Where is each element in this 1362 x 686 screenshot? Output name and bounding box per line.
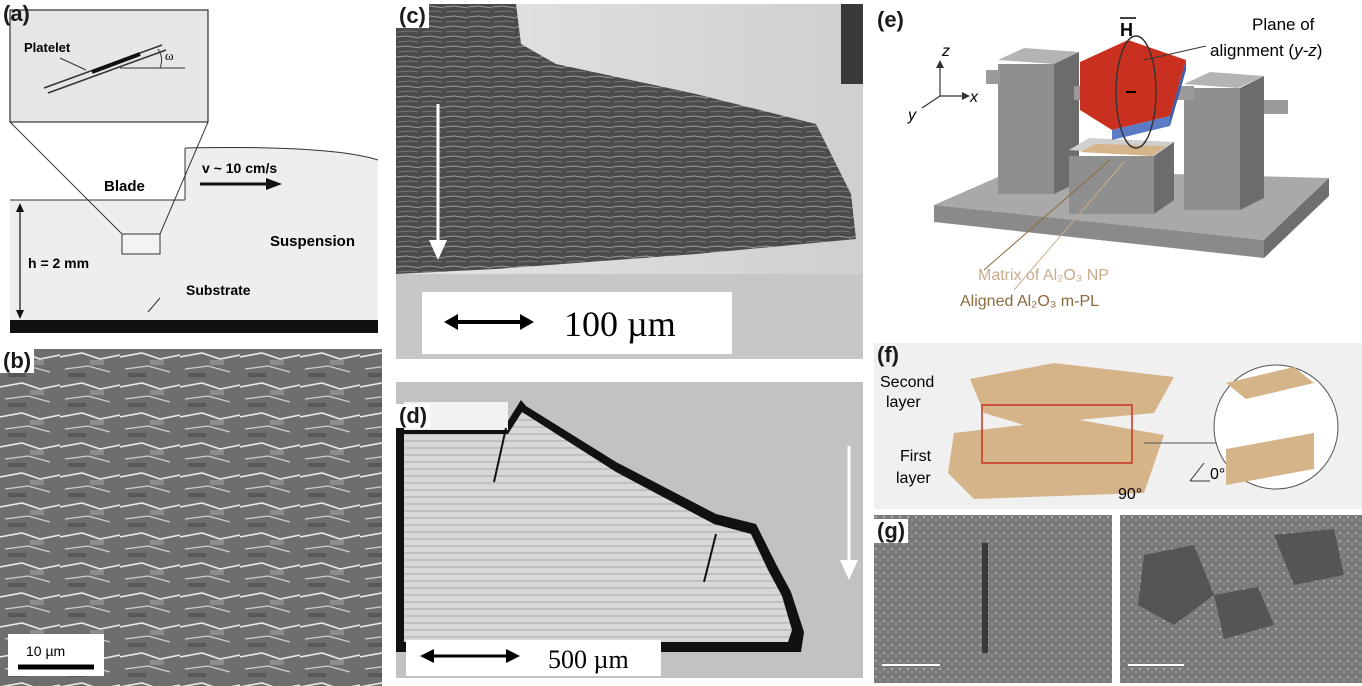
- suspension-label: Suspension: [270, 233, 355, 250]
- panel-label-b: (b): [0, 349, 34, 373]
- plane-label-line1: Plane of: [1252, 15, 1315, 34]
- axis-z-label: z: [941, 43, 950, 60]
- axis-y-label: y: [907, 107, 917, 124]
- panel-label-d: (d): [396, 404, 430, 428]
- plane-label-line2: alignment (y-z): [1210, 41, 1322, 60]
- panel-d: 500 µm (d): [396, 382, 863, 678]
- aligned-label: Aligned Al₂O₃ m-PL: [960, 293, 1099, 310]
- velocity-label: v ~ 10 cm/s: [202, 160, 277, 176]
- layer-schematic: Second layer First layer 90° 0°: [874, 343, 1362, 509]
- second-layer-line1: Second: [880, 374, 934, 391]
- sem-images-g: [874, 515, 1362, 686]
- magnetic-alignment-schematic: H Plane of alignment (y-z) z x y Matrix …: [874, 0, 1362, 336]
- panel-f: Second layer First layer 90° 0° (f): [874, 343, 1362, 509]
- panel-label-e: (e): [874, 8, 907, 32]
- sem-image-c: 100 µm: [396, 4, 863, 359]
- panel-label-f: (f): [874, 343, 902, 367]
- panel-label-a: (a): [0, 2, 33, 26]
- deg90-label: 90°: [1118, 486, 1142, 503]
- scale-bar-d: 500 µm: [548, 645, 629, 674]
- panel-e: H Plane of alignment (y-z) z x y Matrix …: [874, 0, 1362, 336]
- panel-a: (a) Platelet ω Blade v ~ 10 cm/s Susp: [0, 0, 382, 338]
- tape-casting-schematic: Platelet ω Blade v ~ 10 cm/s Suspension …: [0, 0, 382, 338]
- blade-label: Blade: [104, 178, 145, 195]
- axis-x-label: x: [969, 89, 979, 106]
- panel-b: 10 µm (b): [0, 349, 382, 686]
- panel-c: 100 µm (c): [396, 4, 863, 359]
- sem-image-b: 10 µm: [0, 349, 382, 686]
- panel-label-g: (g): [874, 519, 908, 543]
- second-layer-line2: layer: [886, 394, 921, 411]
- matrix-label: Matrix of Al₂O₃ NP: [978, 267, 1109, 284]
- omega-label: ω: [165, 48, 174, 63]
- first-layer-line2: layer: [896, 470, 931, 487]
- field-label: H: [1120, 20, 1133, 40]
- scale-bar-b: 10 µm: [26, 643, 65, 659]
- substrate-label: Substrate: [186, 282, 251, 298]
- first-layer-line1: First: [900, 448, 932, 465]
- platelet-label: Platelet: [24, 40, 71, 55]
- optical-image-d: 500 µm: [396, 382, 863, 678]
- panel-label-c: (c): [396, 4, 429, 28]
- height-label: h = 2 mm: [28, 255, 89, 271]
- panel-g: (g): [874, 515, 1362, 686]
- scale-bar-c: 100 µm: [564, 304, 676, 344]
- deg0-label: 0°: [1210, 466, 1225, 483]
